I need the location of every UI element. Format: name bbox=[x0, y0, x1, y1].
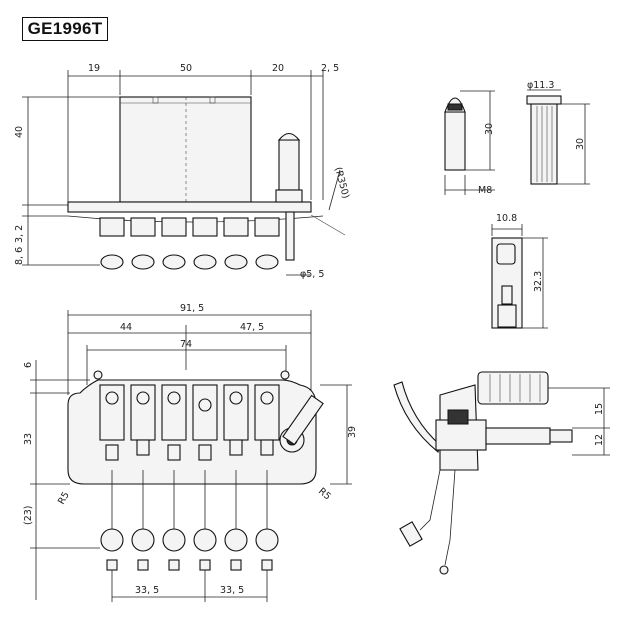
dim-91-5: 91, 5 bbox=[180, 303, 204, 314]
dim-side-15: 15 bbox=[594, 403, 605, 415]
dim-40: 40 bbox=[14, 126, 25, 138]
front-saddles bbox=[99, 217, 280, 237]
dim-tip-phi: φ11.3 bbox=[527, 80, 554, 91]
dim-47-5: 47, 5 bbox=[240, 322, 264, 333]
plan-fine-tuners bbox=[100, 528, 279, 571]
dim-8-6: 8, 6 bbox=[14, 247, 25, 265]
dim-33-5-right: 33, 5 bbox=[220, 585, 244, 596]
front-view: 19 50 20 2, 5 40 3, 2 8, 6 bbox=[14, 63, 351, 280]
dim-20: 20 bbox=[272, 63, 284, 74]
dim-side-12: 12 bbox=[594, 434, 605, 446]
dim-44: 44 bbox=[120, 322, 132, 333]
dim-19: 19 bbox=[88, 63, 100, 74]
dim-r5-right: R5 bbox=[316, 486, 333, 503]
side-view: 15 12 bbox=[393, 371, 610, 575]
front-fine-tuners bbox=[100, 254, 279, 270]
model-title: GE1996T bbox=[22, 17, 108, 41]
dim-23: (23) bbox=[23, 505, 34, 525]
dim-50: 50 bbox=[180, 63, 192, 74]
dim-r5-left: R5 bbox=[56, 490, 72, 506]
dim-lock-10-8: 10.8 bbox=[496, 213, 517, 224]
plan-saddles bbox=[99, 384, 280, 461]
dim-6: 6 bbox=[23, 362, 34, 368]
dim-r350: (R350) bbox=[332, 166, 351, 200]
dim-lock-32-3: 32.3 bbox=[533, 271, 544, 292]
plan-view: 91, 5 44 47, 5 74 6 33 (23) 39 R5 R5 bbox=[23, 303, 358, 602]
arm-parts: 30 M8 φ11.3 30 10.8 32.3 bbox=[444, 80, 590, 329]
dim-33-5-left: 33, 5 bbox=[135, 585, 159, 596]
dim-2-5: 2, 5 bbox=[321, 63, 339, 74]
dim-tip-30: 30 bbox=[575, 138, 586, 150]
dim-33: 33 bbox=[23, 433, 34, 445]
dim-3-2: 3, 2 bbox=[14, 225, 25, 243]
dim-74: 74 bbox=[180, 339, 192, 350]
dim-39: 39 bbox=[347, 426, 358, 438]
dim-m8: M8 bbox=[478, 185, 492, 196]
dim-phi-5-5: φ5, 5 bbox=[300, 269, 324, 280]
dim-arm-30: 30 bbox=[484, 123, 495, 135]
